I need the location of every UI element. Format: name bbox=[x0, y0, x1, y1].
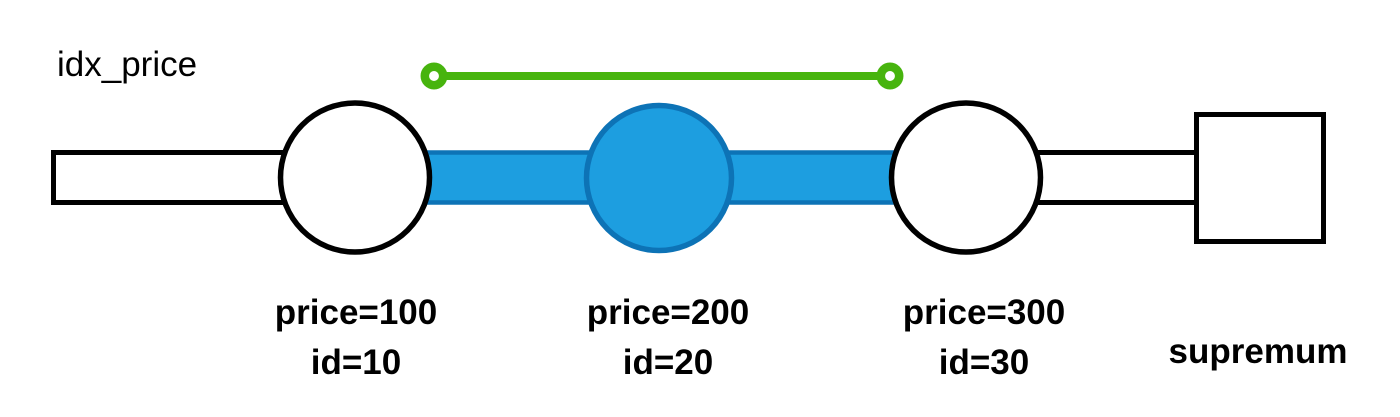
record-id-value: id=10 bbox=[310, 343, 402, 382]
supremum-node bbox=[1194, 112, 1326, 244]
supremum-label: supremum bbox=[1168, 332, 1348, 371]
record-label-price-300: price=300 id=30 bbox=[834, 288, 1134, 388]
record-node-price-100 bbox=[277, 100, 433, 255]
index-name-label: idx_price bbox=[57, 45, 198, 84]
record-node-price-300 bbox=[888, 100, 1044, 255]
record-price-value: price=200 bbox=[586, 293, 750, 332]
record-price-value: price=100 bbox=[274, 293, 438, 332]
range-open-endpoint-left-icon bbox=[420, 62, 448, 90]
range-open-endpoint-right-icon bbox=[876, 62, 904, 90]
record-price-value: price=300 bbox=[902, 293, 1066, 332]
record-label-price-200: price=200 id=20 bbox=[518, 288, 818, 388]
record-id-value: id=20 bbox=[622, 343, 714, 382]
record-id-value: id=30 bbox=[938, 343, 1030, 382]
record-node-price-200-locked bbox=[583, 102, 735, 254]
record-label-price-100: price=100 id=10 bbox=[206, 288, 506, 388]
